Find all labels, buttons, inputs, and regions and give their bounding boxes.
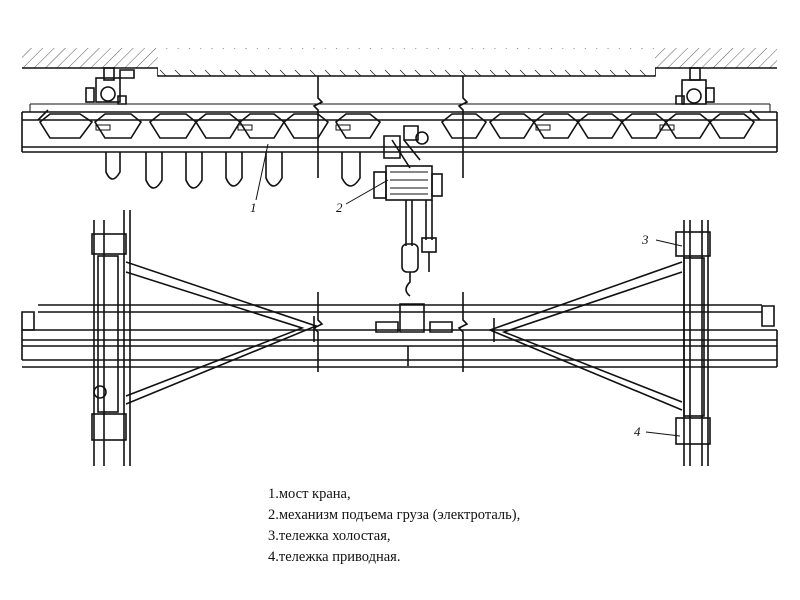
buffers bbox=[21, 305, 775, 331]
bridge-lattice bbox=[38, 113, 756, 139]
callout-1: 1 bbox=[250, 200, 257, 215]
end-carriage-left-front bbox=[85, 67, 135, 105]
plan-break-right bbox=[457, 292, 469, 372]
end-carriage-right-front bbox=[675, 67, 715, 105]
callout-2: 2 bbox=[336, 200, 343, 215]
bridge-ends bbox=[21, 112, 778, 152]
left-runway-rails bbox=[93, 210, 131, 466]
callout-3: 3 bbox=[641, 232, 649, 247]
left-end-beam bbox=[97, 255, 119, 413]
right-truss-outer bbox=[487, 261, 683, 411]
right-end-beam bbox=[683, 257, 705, 417]
recess-hatching bbox=[159, 69, 647, 77]
bridge-front-view bbox=[21, 76, 778, 178]
control-pendant-box bbox=[421, 237, 437, 253]
legend-item: 3.тележка холостая, bbox=[268, 528, 391, 544]
hoist-drum bbox=[385, 165, 433, 201]
hoist-trolley bbox=[383, 125, 419, 159]
hook bbox=[405, 272, 411, 297]
left-drive-motor bbox=[93, 385, 107, 399]
left-truss-outer bbox=[125, 261, 319, 405]
right-truss-inner bbox=[501, 271, 683, 403]
left-truss-inner bbox=[125, 271, 305, 397]
right-wheel-top bbox=[675, 231, 711, 257]
legend-item: 4.тележка приводная. bbox=[268, 549, 401, 565]
festoon-cable-loops bbox=[105, 152, 361, 189]
legend-item: 1.мост крана, bbox=[268, 486, 351, 502]
hook-block bbox=[401, 243, 419, 273]
left-wheel-bottom bbox=[91, 413, 127, 441]
leader-2 bbox=[345, 179, 389, 205]
bridge-top-rail bbox=[29, 103, 771, 112]
ceiling bbox=[22, 48, 777, 77]
electric-hoist bbox=[373, 125, 443, 297]
hoist-drum-rope bbox=[390, 171, 428, 195]
ceiling-outline bbox=[22, 67, 777, 77]
hoist-wheel bbox=[415, 131, 429, 145]
ceiling-recess bbox=[158, 49, 655, 75]
callout-4: 4 bbox=[634, 424, 641, 439]
leader-3 bbox=[655, 239, 683, 247]
right-wheel-bottom bbox=[675, 417, 711, 445]
break-line-right bbox=[457, 76, 469, 178]
break-line-left bbox=[312, 76, 324, 178]
leader-4 bbox=[645, 431, 681, 437]
left-wheel-top bbox=[91, 233, 127, 255]
truss-apex-members bbox=[313, 316, 495, 342]
bridge-plan-chords bbox=[22, 329, 777, 368]
legend-item: 2.механизм подъема груза (электроталь), bbox=[268, 507, 521, 523]
bridge-plan-ends bbox=[21, 330, 778, 367]
legend: 1.мост крана, 2.механизм подъема груза (… bbox=[268, 484, 520, 568]
plan-view bbox=[21, 210, 778, 466]
bridge-end-braces bbox=[37, 109, 761, 121]
hoist-gearbox bbox=[431, 173, 443, 197]
hoist-ropes bbox=[405, 200, 433, 246]
bridge-chords bbox=[22, 111, 777, 153]
hoist-plan bbox=[375, 303, 453, 366]
leader-1 bbox=[255, 143, 269, 201]
hoist-hangers bbox=[391, 139, 421, 169]
